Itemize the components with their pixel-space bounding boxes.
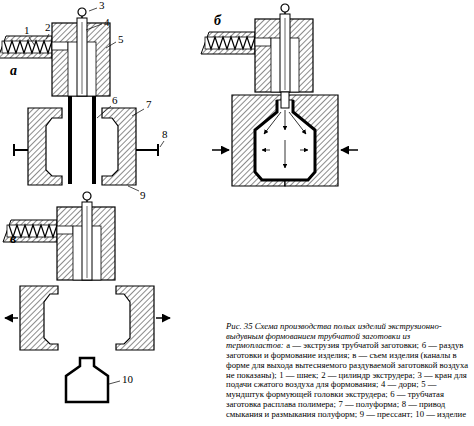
leader-lines [29, 8, 164, 384]
panel-letter: б [214, 14, 221, 28]
air-arrow [285, 110, 286, 130]
clamp-arrow [212, 149, 229, 151]
air-arrow [289, 112, 306, 134]
drive-rod [14, 149, 28, 151]
drive-rod [13, 144, 15, 156]
callout-number: 4 [104, 17, 110, 28]
air-arrow [285, 140, 286, 168]
drive-rod [157, 144, 159, 156]
air-arrow [262, 150, 270, 151]
callout-number: 3 [99, 0, 105, 11]
callout-number: 2 [45, 22, 51, 33]
extruder-head [0, 8, 110, 96]
mandrel [281, 92, 289, 108]
callout-number: 6 [112, 95, 118, 106]
leader-line [29, 37, 35, 46]
clamp-arrow [341, 149, 358, 151]
callout-number: 5 [118, 34, 124, 45]
caption-block: Рис. 35 Схема производства полых изделий… [226, 322, 470, 419]
parison-wall [68, 96, 72, 184]
legend-explanation: а — экструзия трубчатой заготовки; [286, 340, 419, 350]
panel-letter: в [10, 232, 16, 246]
leader-line [109, 381, 120, 384]
open-arrow [156, 317, 170, 319]
panel-letter: а [10, 64, 17, 78]
callout-number: 7 [146, 99, 152, 110]
leader-line [132, 109, 144, 116]
product [66, 358, 108, 402]
legend-explanation: 10 — изделие [415, 409, 466, 419]
extruder-head [201, 4, 313, 92]
extruder-head [3, 192, 115, 280]
air-arrow [300, 150, 308, 151]
callout-number: 1 [24, 25, 30, 36]
blown-parison [255, 100, 315, 180]
mold-half [28, 108, 62, 185]
mold-half [116, 286, 154, 350]
leader-line [128, 186, 139, 191]
leader-line [106, 42, 116, 48]
callout-number: 8 [162, 129, 168, 140]
legend-explanation: 1 — шнек; [279, 370, 318, 380]
air-arrow [264, 112, 281, 134]
panel-c [3, 192, 170, 402]
open-arrow [5, 317, 18, 319]
panel-a [0, 8, 158, 185]
legend-explanation: 7 — полуформа; [338, 399, 399, 409]
leader-line [160, 141, 164, 147]
callout-number: 10 [122, 374, 133, 385]
parison-wall [92, 96, 96, 184]
panel-b [201, 4, 358, 186]
mold-half [20, 286, 58, 350]
legend-explanation: 2 — цилиндр экструдера; [321, 370, 415, 380]
drive-rod [136, 149, 158, 151]
leader-line [46, 34, 49, 39]
callout-number: 9 [140, 190, 146, 201]
legend-explanation: 4 — дорн; [381, 379, 419, 389]
mold-half [102, 108, 136, 185]
legend-explanation: 9 — прессант; [360, 409, 413, 419]
leader-line [89, 8, 97, 11]
leader-line [86, 24, 102, 30]
leader-line [97, 106, 111, 118]
